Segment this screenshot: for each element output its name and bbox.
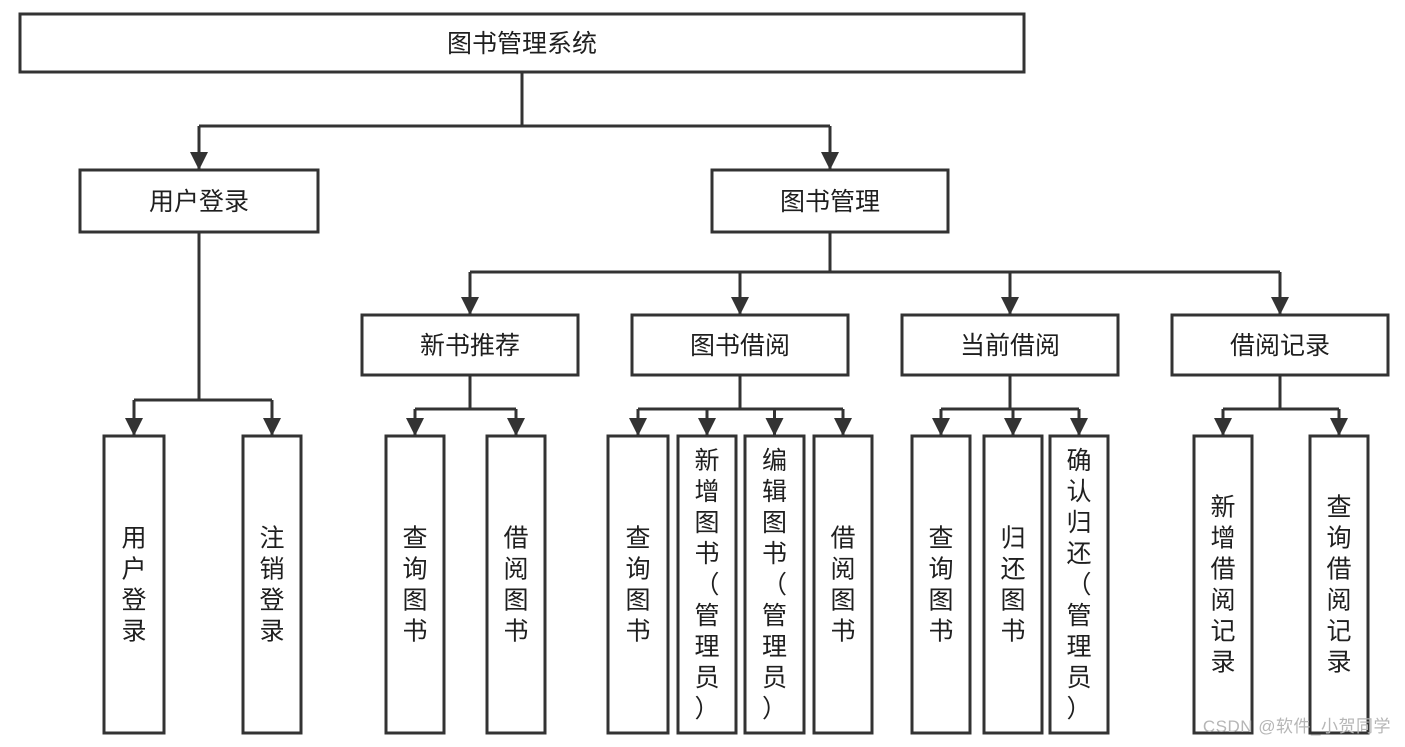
node-leaf-query-book-new-label: 查询图书 bbox=[402, 525, 427, 646]
node-leaf-user-login-label: 用户登录 bbox=[121, 525, 146, 646]
node-leaf-add-book-label: 新增图书（管理员） bbox=[694, 447, 719, 723]
leafgroup-book-borrow-arrow-1 bbox=[698, 418, 716, 436]
node-leaf-borrow-book-box[interactable] bbox=[812, 434, 874, 735]
node-user-login[interactable]: 用户登录 bbox=[78, 168, 320, 234]
node-leaf-query-book-current-box[interactable] bbox=[910, 434, 972, 735]
node-book-management[interactable]: 图书管理 bbox=[710, 168, 950, 234]
leafgroup-book-borrow-arrow-0 bbox=[629, 418, 647, 436]
node-leaf-query-borrow-record-label: 查询借阅记录 bbox=[1326, 494, 1351, 677]
node-leaf-return-book-box[interactable] bbox=[982, 434, 1044, 735]
node-leaf-add-borrow-record-box[interactable] bbox=[1192, 434, 1254, 735]
node-leaf-add-borrow-record[interactable]: 新增借阅记录 bbox=[1192, 434, 1254, 735]
node-root-root-box[interactable] bbox=[18, 12, 1026, 74]
node-layer: 图书管理系统用户登录图书管理新书推荐图书借阅当前借阅借阅记录用户登录注销登录查询… bbox=[18, 12, 1390, 735]
node-book-management-label: 图书管理 bbox=[780, 188, 880, 216]
leafgroup-user-login-arrow-0 bbox=[125, 418, 143, 436]
node-leaf-borrow-book-new-box[interactable] bbox=[485, 434, 547, 735]
node-new-book-recommend-label: 新书推荐 bbox=[420, 332, 520, 360]
watermark-label: CSDN @软件_小贺同学 bbox=[1202, 717, 1391, 736]
bookmgmt-to-level3-arrow-0 bbox=[461, 297, 479, 315]
bookmgmt-to-level3-arrow-2 bbox=[1001, 297, 1019, 315]
node-leaf-borrow-book[interactable]: 借阅图书 bbox=[812, 434, 874, 735]
node-book-borrow[interactable]: 图书借阅 bbox=[630, 313, 850, 377]
node-leaf-edit-book-label: 编辑图书（管理员） bbox=[762, 447, 787, 723]
node-borrow-record-box[interactable] bbox=[1170, 313, 1390, 377]
root-to-level2-arrow-0 bbox=[190, 152, 208, 170]
node-book-management-box[interactable] bbox=[710, 168, 950, 234]
node-leaf-query-book-new[interactable]: 查询图书 bbox=[384, 434, 446, 735]
node-leaf-add-book-box[interactable] bbox=[676, 434, 738, 735]
leafgroup-borrow-record-arrow-1 bbox=[1330, 418, 1348, 436]
node-leaf-return-book[interactable]: 归还图书 bbox=[982, 434, 1044, 735]
connector-layer bbox=[125, 72, 1348, 436]
node-user-login-label: 用户登录 bbox=[149, 188, 249, 216]
leafgroup-book-borrow-arrow-2 bbox=[765, 418, 784, 436]
leafgroup-book-borrow-arrow-3 bbox=[834, 418, 852, 436]
node-leaf-add-book[interactable]: 新增图书（管理员） bbox=[676, 434, 738, 735]
node-leaf-return-book-label: 归还图书 bbox=[1000, 525, 1025, 646]
node-leaf-query-book-current-label: 查询图书 bbox=[928, 525, 953, 646]
node-new-book-recommend-box[interactable] bbox=[360, 313, 580, 377]
node-leaf-query-book-borrow[interactable]: 查询图书 bbox=[606, 434, 670, 735]
leafgroup-borrow-record-arrow-0 bbox=[1214, 418, 1232, 436]
node-new-book-recommend[interactable]: 新书推荐 bbox=[360, 313, 580, 377]
node-leaf-query-book-new-box[interactable] bbox=[384, 434, 446, 735]
node-leaf-user-login[interactable]: 用户登录 bbox=[102, 434, 166, 735]
node-leaf-borrow-book-label: 借阅图书 bbox=[830, 525, 855, 646]
node-leaf-user-login-box[interactable] bbox=[102, 434, 166, 735]
node-current-borrow-label: 当前借阅 bbox=[960, 332, 1060, 360]
node-book-borrow-label: 图书借阅 bbox=[690, 332, 790, 360]
node-leaf-user-logout-box[interactable] bbox=[241, 434, 303, 735]
leafgroup-new-book-recommend-arrow-1 bbox=[507, 418, 525, 436]
leafgroup-current-borrow-arrow-2 bbox=[1070, 418, 1088, 436]
node-leaf-query-book-borrow-box[interactable] bbox=[606, 434, 670, 735]
node-borrow-record[interactable]: 借阅记录 bbox=[1170, 313, 1390, 377]
node-leaf-borrow-book-new-label: 借阅图书 bbox=[503, 525, 528, 646]
node-root-root[interactable]: 图书管理系统 bbox=[18, 12, 1026, 74]
leafgroup-current-borrow-arrow-1 bbox=[1004, 418, 1022, 436]
node-leaf-borrow-book-new[interactable]: 借阅图书 bbox=[485, 434, 547, 735]
node-root-root-label: 图书管理系统 bbox=[447, 30, 597, 58]
node-book-borrow-box[interactable] bbox=[630, 313, 850, 377]
node-leaf-query-borrow-record-box[interactable] bbox=[1308, 434, 1370, 735]
leafgroup-new-book-recommend-arrow-0 bbox=[406, 418, 424, 436]
node-leaf-confirm-return[interactable]: 确认归还（管理员） bbox=[1048, 434, 1110, 735]
root-to-level2-arrow-1 bbox=[821, 152, 839, 170]
node-borrow-record-label: 借阅记录 bbox=[1230, 332, 1330, 360]
node-leaf-user-logout-label: 注销登录 bbox=[259, 525, 284, 646]
node-current-borrow-box[interactable] bbox=[900, 313, 1120, 377]
node-leaf-edit-book-box[interactable] bbox=[743, 434, 806, 735]
node-leaf-confirm-return-box[interactable] bbox=[1048, 434, 1110, 735]
node-leaf-query-borrow-record[interactable]: 查询借阅记录 bbox=[1308, 434, 1370, 735]
leafgroup-user-login-arrow-1 bbox=[263, 418, 281, 436]
node-user-login-box[interactable] bbox=[78, 168, 320, 234]
node-current-borrow[interactable]: 当前借阅 bbox=[900, 313, 1120, 377]
node-leaf-confirm-return-label: 确认归还（管理员） bbox=[1066, 447, 1091, 723]
bookmgmt-to-level3-arrow-1 bbox=[731, 297, 749, 315]
node-leaf-query-book-borrow-label: 查询图书 bbox=[625, 525, 650, 646]
leafgroup-current-borrow-arrow-0 bbox=[932, 418, 950, 436]
node-leaf-edit-book[interactable]: 编辑图书（管理员） bbox=[743, 434, 806, 735]
bookmgmt-to-level3-arrow-3 bbox=[1271, 297, 1289, 315]
node-leaf-query-book-current[interactable]: 查询图书 bbox=[910, 434, 972, 735]
node-leaf-user-logout[interactable]: 注销登录 bbox=[241, 434, 303, 735]
node-leaf-add-borrow-record-label: 新增借阅记录 bbox=[1210, 494, 1235, 677]
